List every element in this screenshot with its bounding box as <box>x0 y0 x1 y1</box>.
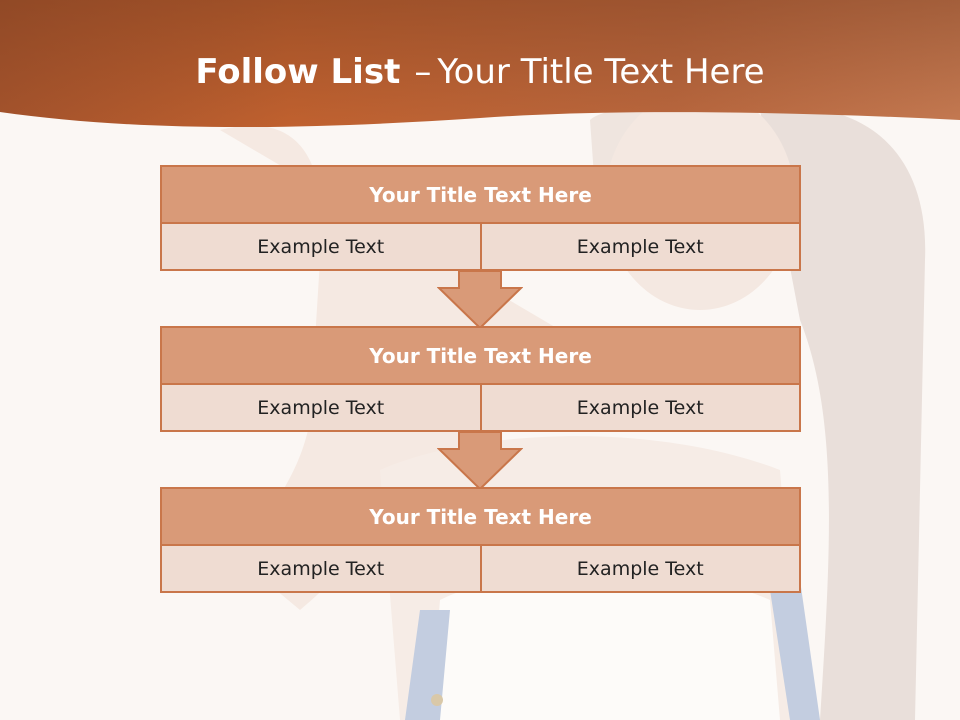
title-text: Your Title Text Here <box>437 52 765 92</box>
step-cell-right: Example Text <box>479 224 799 269</box>
down-arrow-icon <box>437 431 523 491</box>
step-block-3: Your Title Text Here Example Text Exampl… <box>160 487 801 593</box>
step-cell-left: Example Text <box>162 224 480 269</box>
header-band <box>0 0 960 128</box>
step-title: Your Title Text Here <box>162 489 799 546</box>
page-title: Follow List–Your Title Text Here <box>0 52 960 92</box>
step-cell-right: Example Text <box>479 385 799 430</box>
step-block-2: Your Title Text Here Example Text Exampl… <box>160 326 801 432</box>
step-title: Your Title Text Here <box>162 328 799 385</box>
down-arrow-icon <box>437 270 523 330</box>
step-title: Your Title Text Here <box>162 167 799 224</box>
title-bold: Follow List <box>195 52 401 92</box>
step-cell-left: Example Text <box>162 385 480 430</box>
step-cell-right: Example Text <box>479 546 799 591</box>
title-dash: – <box>414 52 432 92</box>
step-block-1: Your Title Text Here Example Text Exampl… <box>160 165 801 271</box>
step-cell-left: Example Text <box>162 546 480 591</box>
